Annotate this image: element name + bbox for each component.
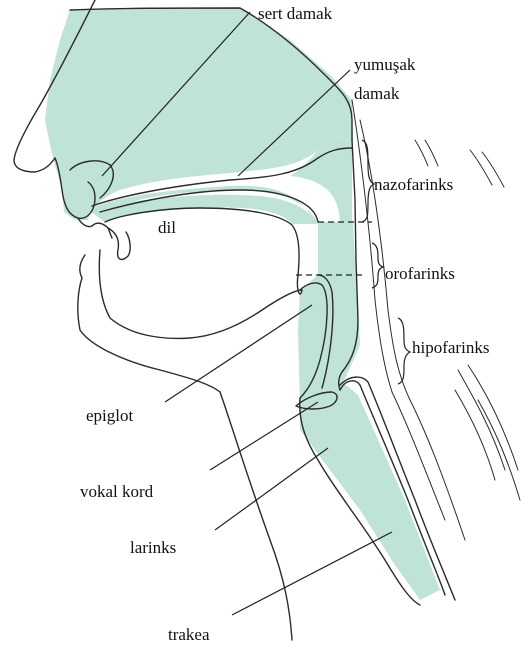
teeth-outline bbox=[108, 228, 130, 259]
trakea-leader bbox=[232, 532, 392, 615]
label-damak: damak bbox=[354, 84, 400, 103]
label-dil: dil bbox=[158, 218, 176, 237]
larynx-trachea-shading bbox=[300, 380, 440, 600]
label-epiglot: epiglot bbox=[86, 406, 133, 425]
label-larinks: larinks bbox=[130, 538, 176, 557]
label-orofarinks: orofarinks bbox=[385, 264, 455, 283]
back-curve-2 bbox=[468, 365, 518, 470]
inner-mouth-outline bbox=[99, 250, 302, 338]
head-back-stroke-3 bbox=[470, 150, 492, 185]
larinks-leader bbox=[215, 448, 328, 530]
label-yumusak: yumuşak bbox=[354, 55, 416, 74]
label-sert-damak: sert damak bbox=[258, 4, 333, 23]
head-back-stroke-4 bbox=[482, 152, 504, 187]
tongue-outline bbox=[105, 208, 302, 294]
back-curve-3 bbox=[455, 390, 495, 480]
head-back-stroke-2 bbox=[425, 140, 438, 166]
label-vokal-kord: vokal kord bbox=[80, 482, 154, 501]
back-curve-1 bbox=[458, 370, 505, 470]
label-nazofarinks: nazofarinks bbox=[374, 175, 453, 194]
epiglot-leader bbox=[165, 305, 312, 402]
head-back-stroke-1 bbox=[415, 140, 428, 166]
label-trakea: trakea bbox=[168, 625, 210, 644]
label-hipofarinks: hipofarinks bbox=[412, 338, 489, 357]
